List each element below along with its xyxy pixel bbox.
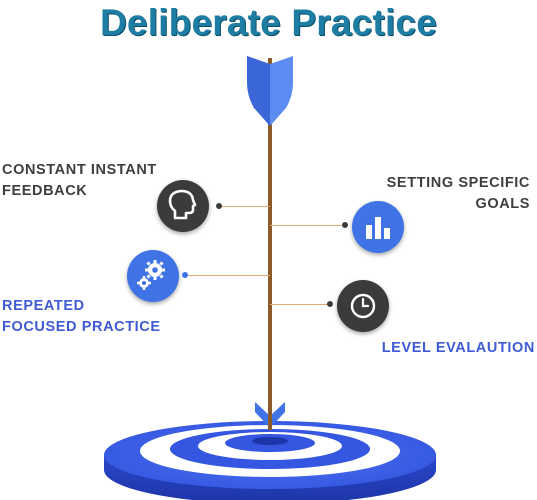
feedback-label-line1: CONSTANT INSTANT	[2, 162, 157, 178]
connector-dot-feedback	[216, 203, 222, 209]
connector-dot-goals	[342, 222, 348, 228]
repeated-label-line2: FOCUSED PRACTICE	[2, 319, 161, 335]
arrow-shaft	[268, 58, 272, 430]
feedback-label: CONSTANT INSTANT FEEDBACK	[2, 160, 157, 202]
head-silhouette-icon	[168, 189, 197, 220]
target-board	[104, 421, 436, 500]
diagram-title: Deliberate Practice	[100, 2, 437, 43]
feedback-label-line2: FEEDBACK	[2, 183, 88, 199]
goals-label-line1: SETTING SPECIFIC	[386, 175, 530, 191]
goals-label-line2: GOALS	[475, 196, 530, 212]
level-label: LEVEL EVALAUTION	[382, 338, 535, 359]
connector-level	[270, 304, 330, 305]
repeated-label-line1: REPEATED	[2, 298, 85, 314]
level-label-line1: LEVEL EVALAUTION	[381, 340, 535, 356]
fletching-icon	[247, 56, 293, 126]
clock-icon	[350, 293, 376, 319]
level-badge	[337, 280, 389, 332]
bar-chart-icon	[366, 217, 390, 239]
repeated-badge	[127, 250, 179, 302]
feedback-badge	[157, 180, 209, 232]
gears-icon	[137, 260, 165, 290]
goals-badge	[352, 201, 404, 253]
connector-goals	[270, 225, 345, 226]
connector-dot-level	[327, 301, 333, 307]
connector-feedback	[220, 206, 270, 207]
goals-label: SETTING SPECIFIC GOALS	[387, 173, 530, 215]
connector-repeated	[186, 275, 270, 276]
repeated-label: REPEATED FOCUSED PRACTICE	[2, 296, 161, 338]
connector-dot-repeated	[182, 272, 188, 278]
